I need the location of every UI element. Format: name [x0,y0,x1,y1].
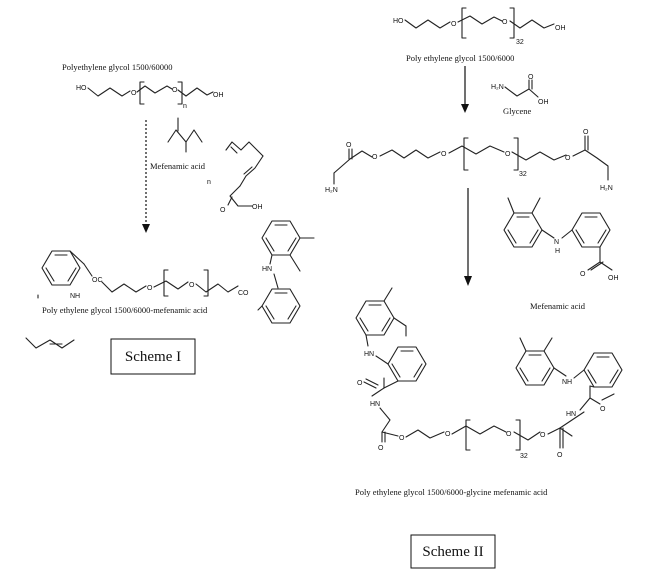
scheme2-gly-o: O [528,74,534,81]
scheme1-peg-structure: HO O O n OH [76,81,224,110]
scheme2-int-o1: O [441,151,447,158]
scheme-2: HO O O 32 OH Poly ethylene glycol 1500/6… [325,7,623,569]
scheme1-ho-atom: HO [76,85,87,92]
scheme2-int-n32: 32 [519,171,527,178]
scheme2-reagent2-label: Mefenamic acid [530,301,586,311]
scheme2-int-o2: O [505,151,511,158]
scheme2-p-nh1: HN [364,351,374,358]
scheme2-p-n32: 32 [520,453,528,460]
scheme2-peg-structure: HO O O 32 OH [393,7,566,46]
scheme2-box: Scheme II [410,534,496,569]
scheme2-ho-atom: HO [393,18,404,25]
scheme2-mef-h: H [555,248,560,255]
scheme2-p-o1: O [357,380,363,387]
scheme2-mef-o: O [580,271,586,278]
scheme1-stray-fragment [25,294,75,349]
scheme1-product-structure: NH OC O O CO HN [41,220,315,324]
scheme1-prod-o2: O [189,282,195,289]
scheme2-p-o-mid1: O [445,431,451,438]
scheme1-box: Scheme I [110,338,196,375]
scheme2-p-o-ester2: O [540,432,546,439]
scheme2-p-o-ester1: O [399,435,405,442]
scheme2-mef-nh: N [554,239,559,246]
scheme2-mef-oh: OH [608,275,619,282]
scheme2-int-o: O [346,142,352,149]
scheme1-acid-fragment: O OH [220,141,264,214]
scheme2-p-hn2: HN [566,411,576,418]
scheme1-prod-hn: HN [262,266,272,273]
scheme2-mefenamic-structure: N H O OH [503,197,619,282]
scheme2-p-o-carbonyl2: O [557,452,563,459]
scheme2-gly-h2n: H₂N [491,84,504,91]
scheme1-oh-atom: OH [213,92,224,99]
scheme1-reactant-label: Polyethylene glycol 1500/60000 [62,62,173,72]
scheme1-prod-oc: OC [92,277,103,284]
scheme2-product-label: Poly ethylene glycol 1500/6000-glycine m… [355,487,548,497]
scheme2-product-structure: HN O HN O O O O 32 [355,287,623,460]
scheme1-mefenamic-fragment: Mefenamic acid n [150,117,211,186]
scheme1-prod-o1: O [147,285,153,292]
scheme2-reactant-label: Poly ethylene glycol 1500/6000 [406,53,514,63]
scheme2-p-hn1: HN [370,401,380,408]
scheme1-n-atom: n [183,103,187,110]
scheme1-reagent-label: Mefenamic acid [150,161,206,171]
scheme2-glycine-structure: H₂N O OH [491,74,549,106]
scheme2-p-nh2: NH [562,379,572,386]
scheme1-prod-nh: NH [70,293,80,300]
scheme2-p-o-mid2: O [506,431,512,438]
scheme2-reagent-label: Glycene [503,106,532,116]
scheme1-prod-co: CO [238,290,249,297]
scheme2-int-ester-o2: O [565,155,571,162]
scheme1-box-label: Scheme I [125,349,181,365]
scheme2-o1-atom: O [451,21,457,28]
scheme1-o1-atom: O [131,90,137,97]
scheme2-n32: 32 [516,39,524,46]
scheme2-p-o-carbonyl: O [378,445,384,452]
scheme1-acid-oh: OH [252,204,263,211]
scheme2-box-label: Scheme II [422,544,483,560]
scheme1-stray-n: n [207,179,211,186]
scheme2-intermediate-structure: O H₂N O O O 32 O O H₂N [325,129,613,194]
scheme2-oh-atom: OH [555,25,566,32]
scheme2-int-h2n-right: H₂N [600,185,613,192]
scheme2-int-o-right: O [583,129,589,136]
scheme2-o2-atom: O [502,19,508,26]
scheme1-o2-atom: O [172,87,178,94]
scheme2-gly-oh: OH [538,99,549,106]
scheme2-int-ester-o1: O [372,154,378,161]
scheme1-acid-o: O [220,207,226,214]
scheme2-int-h2n: H₂N [325,187,338,194]
scheme2-p-o-amide2: O [600,406,606,413]
scheme1-product-label: Poly ethylene glycol 1500/6000-mefenamic… [42,305,208,315]
scheme-1: Polyethylene glycol 1500/60000 HO O O n … [25,62,315,375]
